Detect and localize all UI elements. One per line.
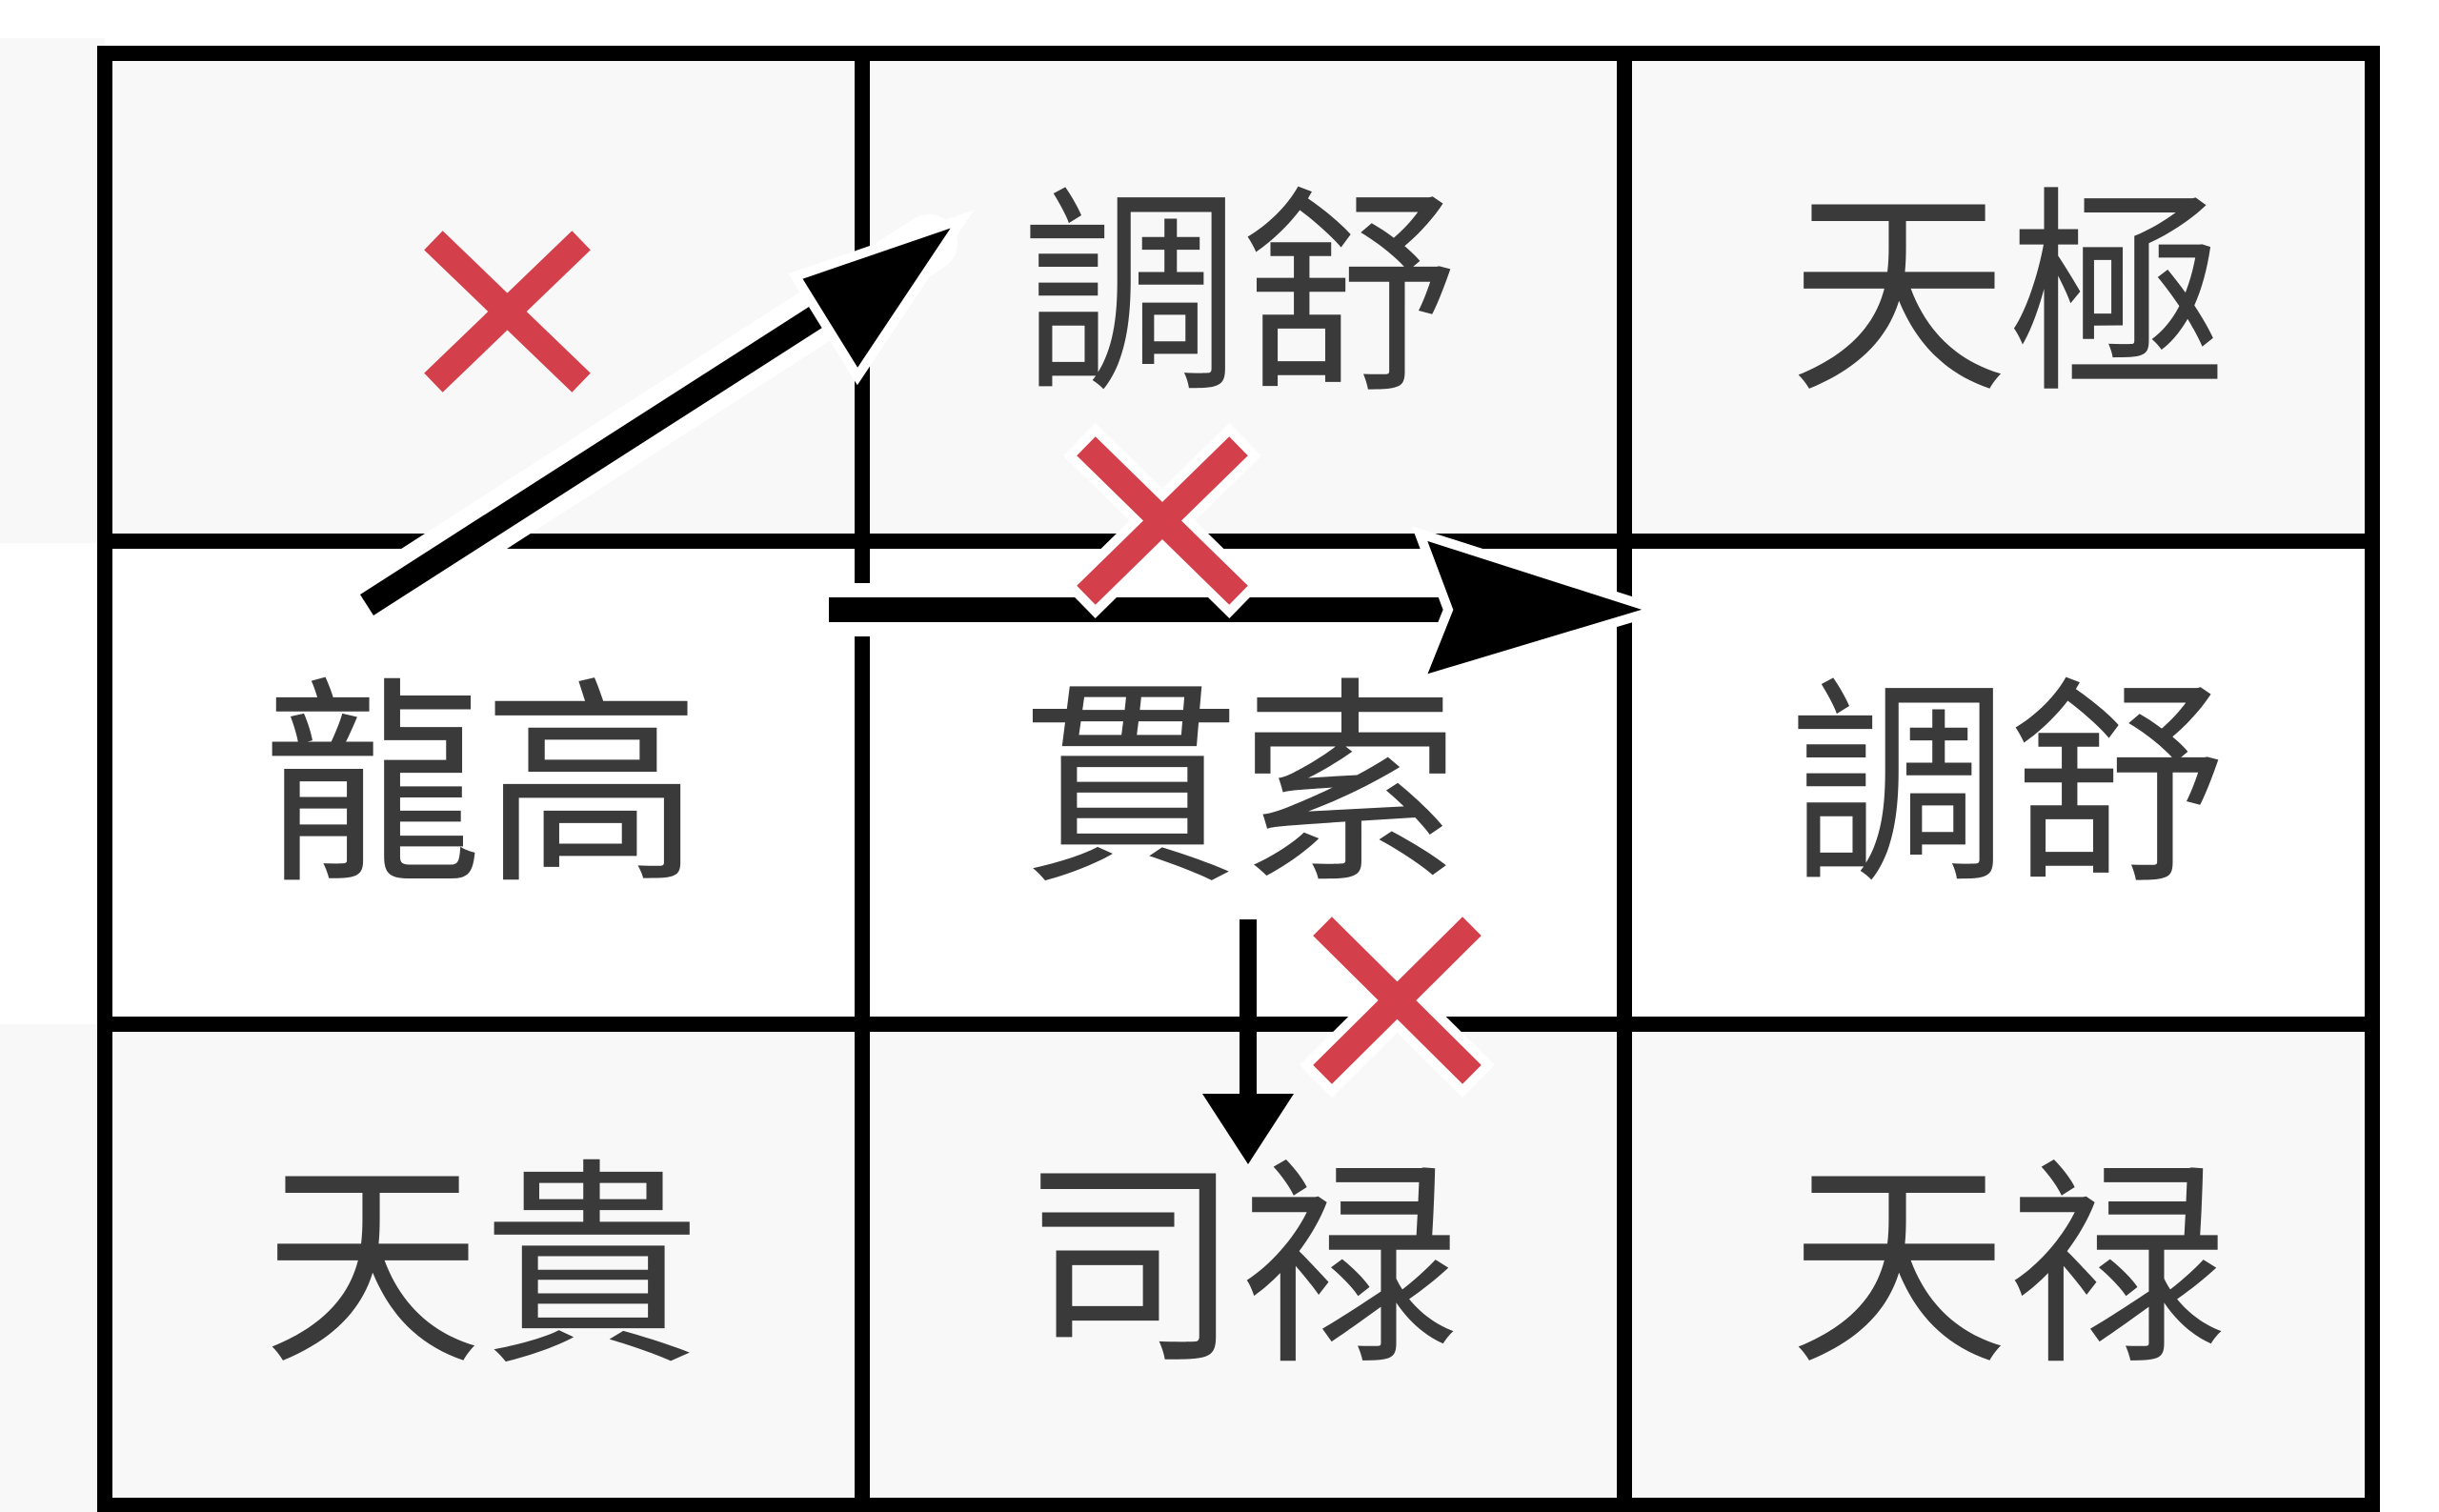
cell-1-2-text: 調舒 bbox=[1789, 660, 2227, 915]
arrowhead-horizontal bbox=[1411, 526, 1674, 689]
cell-2-2-background bbox=[1624, 1024, 2372, 1505]
cell-1-1-text: 貫索 bbox=[1021, 660, 1460, 915]
cell-0-1-text: 調舒 bbox=[1021, 170, 1460, 424]
cell-2-2-text: 天禄 bbox=[1789, 1141, 2227, 1396]
arrow-middle-left-to-top-middle bbox=[338, 210, 975, 634]
cell-1-0-background bbox=[105, 541, 862, 1024]
cross-icon-center-bottom bbox=[1300, 903, 1495, 1098]
arrowhead-diagonal bbox=[788, 210, 975, 386]
cell-texts: 調舒 天極 龍高 貫索 調舒 天貴 司禄 天禄 bbox=[263, 170, 2227, 1396]
cell-1-2-background bbox=[1624, 541, 2372, 1024]
background-strip-bottom bbox=[0, 1024, 105, 1512]
cell-2-1-text: 司禄 bbox=[1021, 1141, 1460, 1396]
cell-2-0-text: 天貴 bbox=[263, 1141, 701, 1396]
arrow-center-to-bottom-middle bbox=[1202, 919, 1294, 1164]
cross-icon-center-top bbox=[1063, 423, 1261, 618]
cell-1-0-text: 龍高 bbox=[263, 660, 701, 915]
arrowhead-vertical bbox=[1202, 1094, 1294, 1164]
cell-0-2-text: 天極 bbox=[1789, 170, 2227, 424]
cell-2-0-background bbox=[105, 1024, 862, 1505]
cell-0-2-background bbox=[1624, 53, 2372, 541]
cell-backgrounds bbox=[105, 53, 2372, 1505]
background-strip-top bbox=[0, 38, 105, 543]
cross-icon-top-left bbox=[424, 231, 591, 393]
arrow-center-to-middle-right bbox=[829, 526, 1674, 689]
